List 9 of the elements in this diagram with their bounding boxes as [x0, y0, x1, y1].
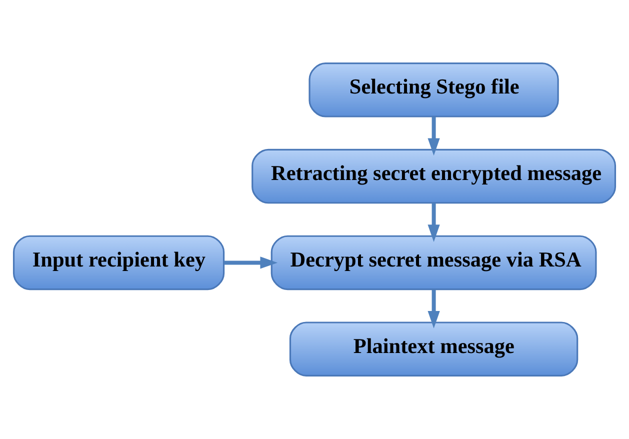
- arrow: [224, 256, 278, 269]
- node-box: Selecting Stego file: [308, 62, 559, 118]
- arrow: [428, 203, 440, 242]
- node-box: Decrypt secret message via RSA: [270, 235, 597, 290]
- arrow: [428, 290, 440, 328]
- node-box: Input recipient key: [12, 235, 225, 290]
- node-box: Retracting secret encrypted message: [252, 148, 616, 204]
- node-box: Plaintext message: [289, 322, 578, 376]
- arrow: [428, 116, 440, 156]
